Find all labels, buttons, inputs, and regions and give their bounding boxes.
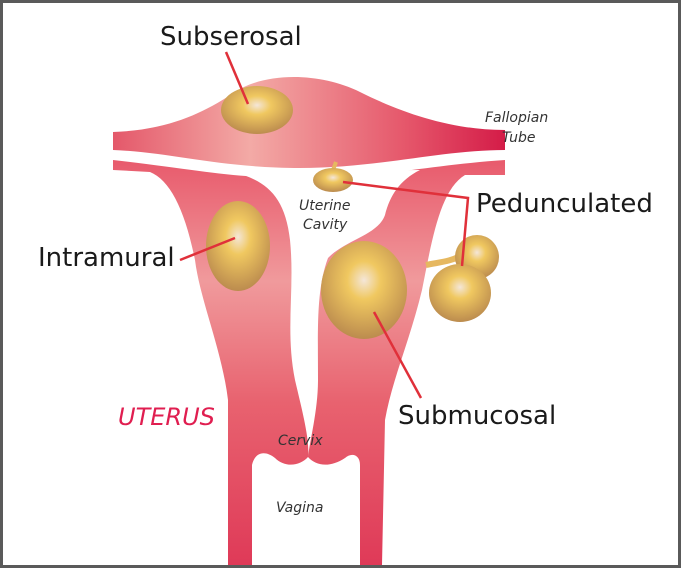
- leader-lines: [179, 51, 470, 399]
- intramural-leader: [179, 236, 236, 262]
- uterine-cavity: [233, 170, 420, 457]
- uterus-label: UTERUS: [118, 403, 215, 431]
- cervix-label: Cervix: [278, 433, 323, 449]
- uterine-fundus-and-fallopian-tubes: [113, 77, 505, 168]
- intramural-fibroid: [206, 201, 270, 291]
- fallopian-tube-label-line2: Tube: [502, 130, 536, 146]
- cavity-pedunculated-fibroid: [313, 168, 353, 192]
- uterus-illustration: Subserosal Pedunculated Intramural Submu…: [38, 22, 653, 565]
- subserosal-fibroid: [221, 86, 293, 134]
- submucosal-leader: [372, 311, 423, 399]
- intramural-label: Intramural: [38, 243, 175, 273]
- subserosal-label: Subserosal: [160, 22, 302, 52]
- submucosal-label: Submucosal: [398, 401, 556, 431]
- uterine-cavity-label-line1: Uterine: [299, 198, 350, 214]
- vagina-label: Vagina: [276, 500, 324, 516]
- subserosal-leader: [224, 51, 250, 105]
- pedunculated-fibroid-lower: [429, 264, 491, 322]
- fallopian-tube-label-line1: Fallopian: [485, 110, 548, 126]
- vaginal-canal: [252, 453, 360, 565]
- submucosal-fibroid: [321, 241, 407, 339]
- pedunculated-leader: [342, 180, 470, 267]
- pedunculated-label: Pedunculated: [476, 189, 653, 219]
- uterine-cavity-label-line2: Cavity: [303, 217, 348, 233]
